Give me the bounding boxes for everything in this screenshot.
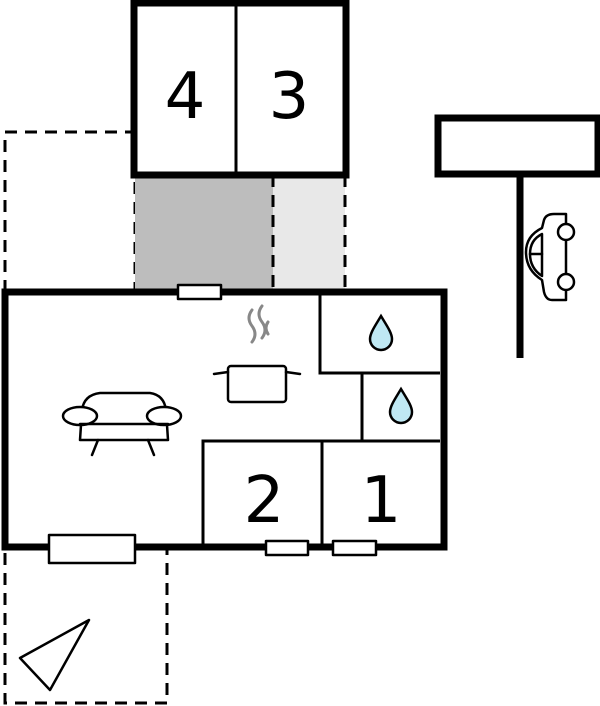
bathroom-1-wall (318, 292, 440, 375)
bedrooms-top-wall (201, 439, 440, 545)
cooking-pot-icon (212, 304, 302, 404)
terrace-right (273, 175, 345, 292)
window-top (176, 283, 223, 301)
door-terrace (47, 533, 137, 565)
annex-building (130, 0, 350, 179)
water-drop-icon (388, 386, 414, 425)
sofa-icon (61, 391, 183, 457)
main-building (1, 288, 448, 551)
room-number-1: 1 (361, 464, 402, 538)
compass-arrow-icon (18, 618, 91, 692)
terrace-center (135, 175, 273, 292)
window-bedroom-1 (331, 539, 378, 557)
room-number-3: 3 (269, 60, 310, 134)
window-bedroom-2 (264, 539, 310, 557)
water-drop-icon (368, 313, 394, 352)
carport-roof (434, 114, 600, 178)
car-icon (524, 212, 576, 302)
terrace-left (3, 130, 137, 294)
room-number-4: 4 (165, 60, 206, 134)
room-number-2: 2 (244, 464, 285, 538)
